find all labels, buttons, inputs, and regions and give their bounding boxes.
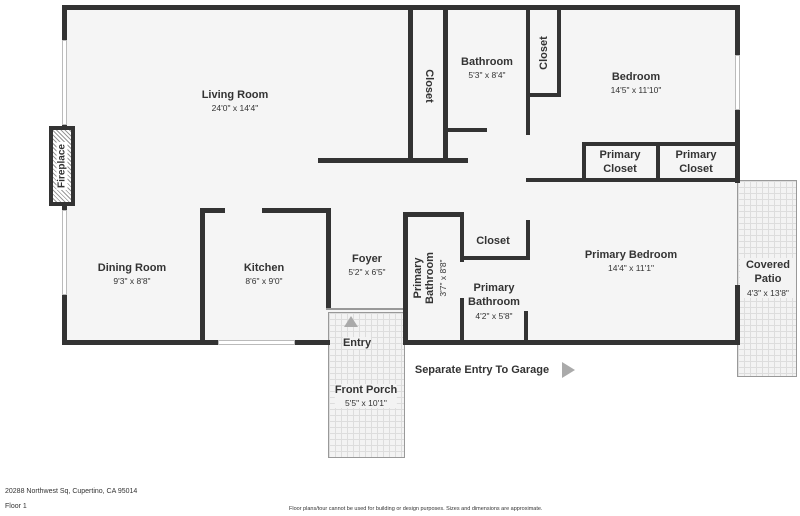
room-dimensions: 14'4" x 11'1" bbox=[608, 263, 654, 273]
wall bbox=[526, 93, 560, 97]
room-covered-patio: Covered Patio 4'3" x 13'8" bbox=[740, 258, 796, 298]
room-primary-closet: Primary Closet bbox=[675, 149, 717, 175]
room-dimensions: 9'3" x 8'8" bbox=[113, 276, 151, 286]
room-name: Covered Patio bbox=[745, 259, 791, 285]
room-name: Bathroom bbox=[461, 56, 513, 68]
wall bbox=[262, 208, 330, 213]
room-dimensions: 4'2" x 5'8" bbox=[475, 311, 513, 321]
entry-arrow-icon bbox=[344, 316, 358, 327]
wall bbox=[526, 5, 530, 135]
window bbox=[218, 340, 295, 345]
room-dimensions: 8'6" x 9'0" bbox=[245, 276, 283, 286]
wall bbox=[403, 212, 408, 345]
room-primary-closet: Primary Closet bbox=[599, 149, 641, 175]
room-kitchen: Kitchen 8'6" x 9'0" bbox=[244, 262, 284, 286]
room-dimensions: 5'3" x 8'4" bbox=[468, 70, 506, 80]
wall bbox=[524, 311, 528, 345]
room-front-porch: Front Porch 5'5" x 10'1" bbox=[334, 384, 398, 408]
wall bbox=[403, 212, 463, 217]
wall bbox=[557, 5, 561, 97]
room-dimensions: 3'7" x 8'8" bbox=[438, 259, 448, 297]
room-name: Kitchen bbox=[243, 262, 285, 274]
room-dimensions: 24'0" x 14'4" bbox=[211, 103, 259, 113]
wall bbox=[408, 5, 413, 160]
wall bbox=[326, 208, 331, 310]
wall bbox=[656, 142, 660, 182]
room-name: Closet bbox=[476, 235, 510, 247]
garage-entry-label: Separate Entry To Garage bbox=[414, 364, 550, 376]
fireplace-label: Fireplace bbox=[56, 142, 68, 190]
wall bbox=[582, 142, 586, 182]
wall bbox=[735, 285, 740, 345]
room-dimensions: 14'5" x 11'10" bbox=[610, 85, 662, 95]
door-threshold bbox=[326, 308, 405, 310]
wall bbox=[200, 208, 225, 213]
room-closet: Closet bbox=[538, 36, 550, 70]
room-foyer: Foyer 5'2" x 6'5" bbox=[348, 253, 385, 277]
entry-label: Entry bbox=[342, 337, 372, 349]
room-dimensions: 5'2" x 6'5" bbox=[348, 267, 386, 277]
wall bbox=[526, 178, 738, 182]
wall bbox=[447, 128, 487, 132]
room-dimensions: 5'5" x 10'1" bbox=[345, 398, 387, 408]
room-name: Living Room bbox=[201, 89, 269, 101]
room-closet: Closet bbox=[476, 235, 510, 247]
room-name: Front Porch bbox=[334, 384, 398, 396]
window bbox=[62, 40, 67, 125]
room-closet: Closet bbox=[423, 69, 435, 103]
window bbox=[62, 210, 67, 295]
room-dimensions: 4'3" x 13'8" bbox=[747, 288, 789, 298]
wall bbox=[403, 340, 740, 345]
room-name: Primary Bedroom bbox=[584, 249, 678, 261]
address: 20288 Northwest Sq, Cupertino, CA 95014 bbox=[5, 488, 138, 495]
room-dining: Dining Room 9'3" x 8'8" bbox=[98, 262, 166, 286]
room-name: Dining Room bbox=[97, 262, 167, 274]
wall bbox=[62, 340, 330, 345]
window bbox=[735, 55, 740, 110]
room-name: Primary Bathroom bbox=[468, 282, 520, 308]
wall bbox=[443, 5, 448, 160]
floor-label: Floor 1 bbox=[5, 503, 27, 510]
wall bbox=[460, 256, 530, 260]
garage-arrow-icon bbox=[562, 362, 575, 378]
room-living: Living Room 24'0" x 14'4" bbox=[202, 89, 269, 113]
wall bbox=[200, 208, 205, 345]
room-bedroom: Bedroom 14'5" x 11'10" bbox=[611, 71, 662, 95]
disclaimer: Floor plans/tour cannot be used for buil… bbox=[289, 506, 543, 512]
room-primary-bathroom: Primary Bathroom 4'2" x 5'8" bbox=[464, 281, 524, 321]
room-name: Foyer bbox=[352, 253, 382, 265]
room-name: Bedroom bbox=[611, 71, 661, 83]
wall bbox=[460, 298, 464, 345]
room-name: Primary Bathroom bbox=[412, 252, 436, 304]
room-primary-bedroom: Primary Bedroom 14'4" x 11'1" bbox=[585, 249, 677, 273]
interior-floor bbox=[62, 5, 740, 345]
room-bathroom: Bathroom 5'3" x 8'4" bbox=[461, 56, 513, 80]
wall bbox=[460, 212, 464, 262]
wall bbox=[526, 220, 530, 260]
wall bbox=[62, 5, 740, 10]
wall bbox=[318, 158, 468, 163]
